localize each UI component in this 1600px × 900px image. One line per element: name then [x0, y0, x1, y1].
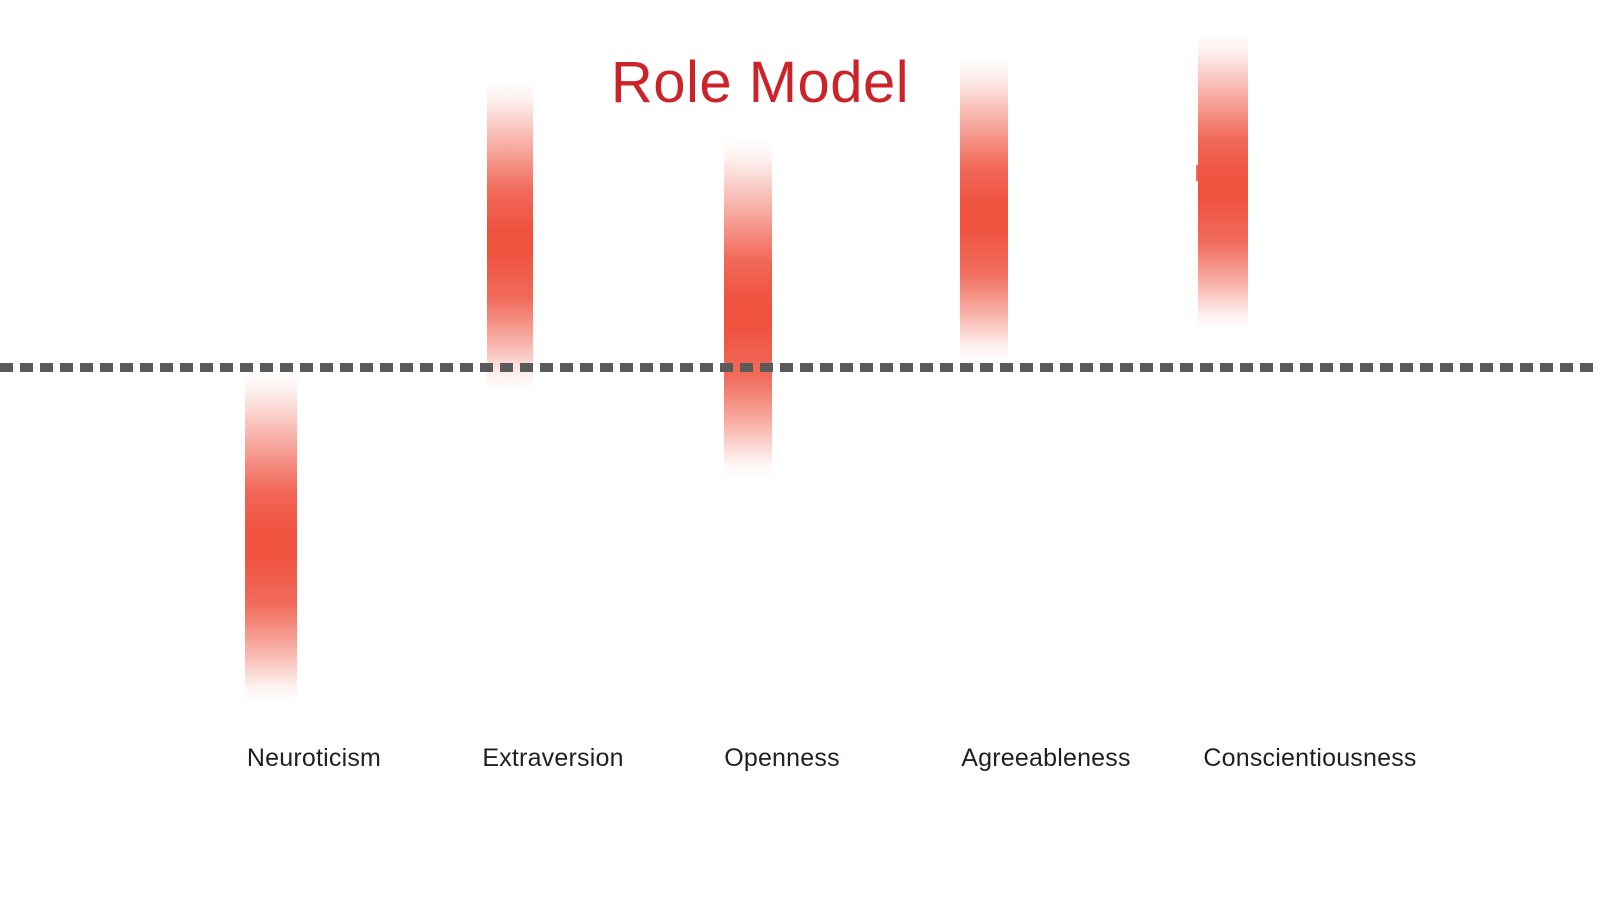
bar-extraversion [487, 80, 533, 392]
category-label-neuroticism: Neuroticism [246, 744, 382, 772]
baseline-zero-line [0, 363, 1600, 372]
bar-gradient-mask [487, 80, 533, 392]
bar-edge-artifact [1196, 165, 1199, 181]
bar-gradient-mask [960, 57, 1008, 363]
category-label-openness: Openness [724, 744, 840, 772]
bar-gradient-mask [245, 370, 297, 704]
bar-gradient-mask [724, 138, 772, 479]
category-label-extraversion: Extraversion [482, 744, 624, 772]
bar-openness [724, 138, 772, 479]
bar-agreeableness [960, 57, 1008, 363]
baseline-dash-track [0, 363, 1600, 372]
category-label-conscientiousness: Conscientiousness [1203, 744, 1417, 772]
bar-gradient-mask [1198, 33, 1248, 331]
chart-title: Role Model [610, 50, 910, 115]
category-label-agreeableness: Agreeableness [961, 744, 1131, 772]
bar-conscientiousness [1198, 33, 1248, 331]
bar-neuroticism [245, 370, 297, 704]
